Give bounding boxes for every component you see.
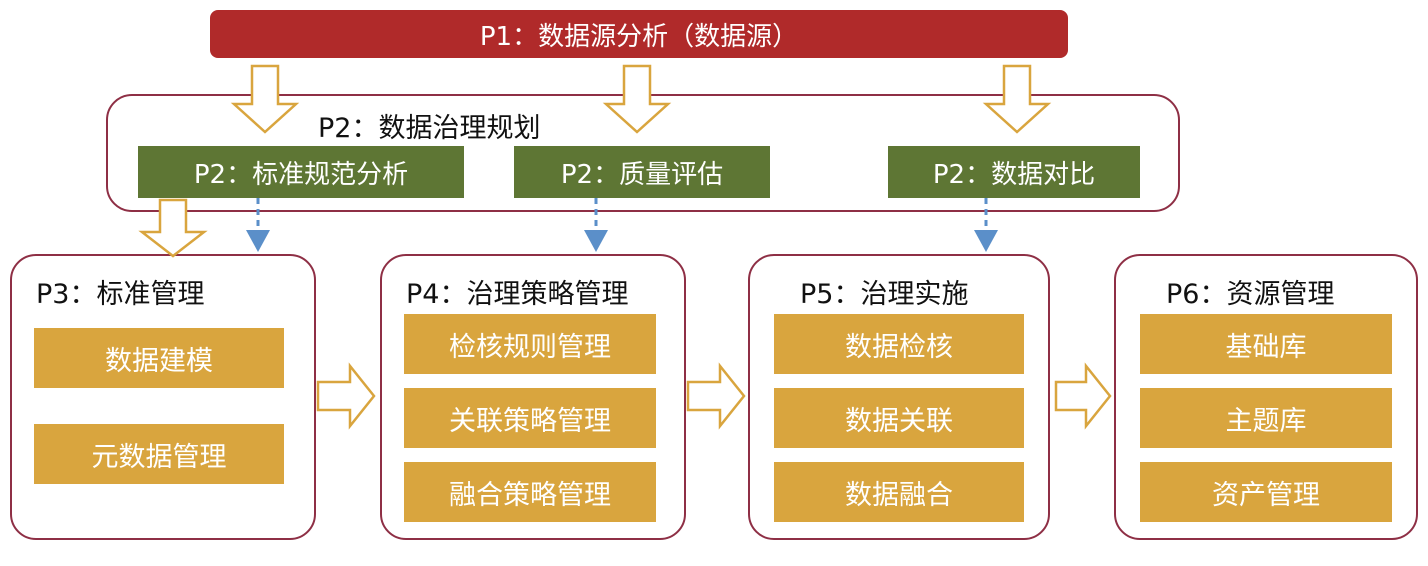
dashed-arrowhead-2	[584, 230, 608, 252]
p6-item-base-library: 基础库	[1140, 314, 1392, 374]
p3-item-metadata-management: 元数据管理	[34, 424, 284, 484]
p4-item-check-rules: 检核规则管理	[404, 314, 656, 374]
p4-item-association-strategy: 关联策略管理	[404, 388, 656, 448]
p2-title: P2：数据治理规划	[318, 113, 541, 144]
p3-standard-management-frame	[10, 254, 316, 540]
p4-title: P4：治理策略管理	[406, 279, 629, 310]
p6-item-asset-management: 资产管理	[1140, 462, 1392, 522]
p3-item-data-modeling: 数据建模	[34, 328, 284, 388]
p1-data-source-analysis: P1：数据源分析（数据源）	[210, 10, 1068, 58]
p5-item-data-association: 数据关联	[774, 388, 1024, 448]
p5-title: P5：治理实施	[800, 279, 969, 310]
p6-title: P6：资源管理	[1166, 279, 1335, 310]
p2-standard-analysis: P2：标准规范分析	[138, 146, 464, 198]
p3-title: P3：标准管理	[36, 279, 205, 310]
dashed-arrowhead-3	[974, 230, 998, 252]
hollow-arrow-right-p4-p5	[686, 362, 746, 430]
p2-data-comparison: P2：数据对比	[888, 146, 1140, 198]
hollow-arrow-right-p5-p6	[1054, 362, 1112, 430]
p5-item-data-check: 数据检核	[774, 314, 1024, 374]
hollow-arrow-right-p3-p4	[316, 362, 376, 430]
p6-item-theme-library: 主题库	[1140, 388, 1392, 448]
p2-quality-assessment: P2：质量评估	[514, 146, 770, 198]
dashed-arrowhead-1	[246, 230, 270, 252]
p5-item-data-fusion: 数据融合	[774, 462, 1024, 522]
p4-item-fusion-strategy: 融合策略管理	[404, 462, 656, 522]
